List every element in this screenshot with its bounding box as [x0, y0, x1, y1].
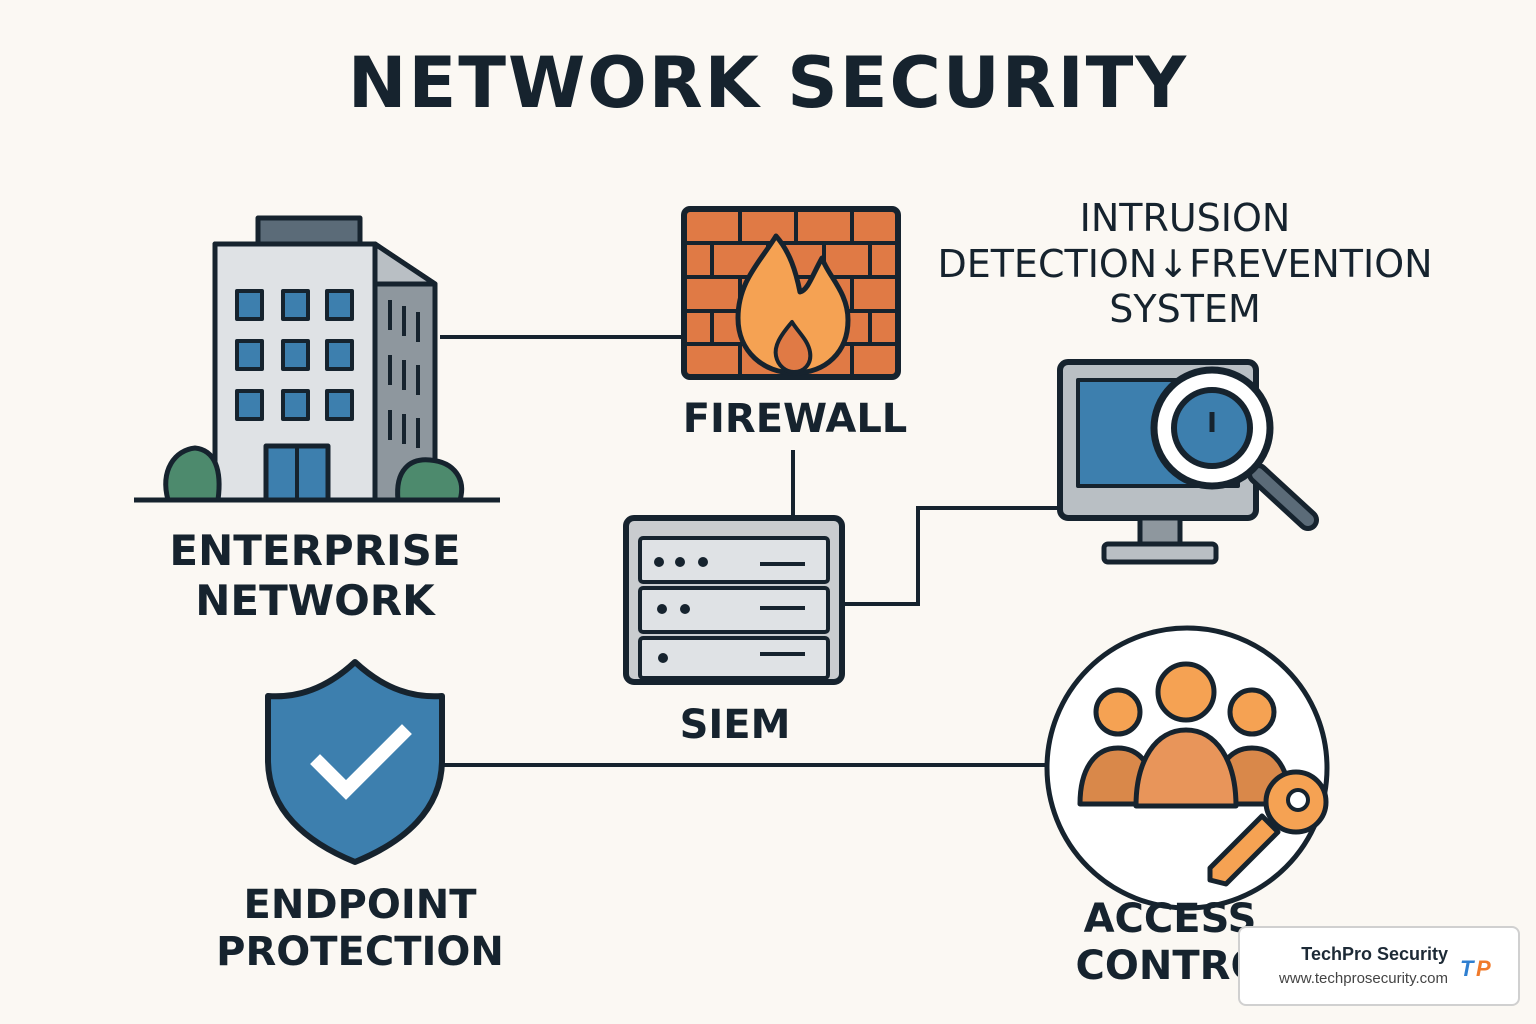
- brand-name: TechPro Security: [1301, 944, 1448, 964]
- office-building-icon: [134, 215, 500, 503]
- diagram-title: NETWORK SECURITY: [347, 42, 1189, 124]
- enterprise-label-line-1: ENTERPRISE: [169, 526, 461, 575]
- ids-label-line-3: SYSTEM: [1109, 287, 1261, 332]
- firewall-label: FIREWALL: [660, 396, 930, 443]
- endpoint-label-line-2: PROTECTION: [216, 929, 504, 976]
- connector-siem-ids: [845, 506, 1058, 606]
- ids-label-line-2: DETECTION↓FREVENTION: [937, 241, 1433, 286]
- server-rack-icon: [623, 515, 845, 685]
- access-label-line-2: CONTRO: [1075, 943, 1265, 990]
- shield-check-icon: [265, 659, 445, 865]
- ids-label-line-1: INTRUSION: [1079, 196, 1291, 240]
- brick-wall-fire-icon: [681, 206, 901, 380]
- access-label-line-1: ACCESS: [1083, 896, 1257, 942]
- brand-url[interactable]: www.techprosecurity.com: [1279, 970, 1448, 987]
- techpro-logo-icon: T P: [1460, 956, 1491, 981]
- svg-text:T: T: [1460, 956, 1475, 981]
- access-control-label: ACCESS CONTRO: [1040, 896, 1300, 990]
- monitor-magnifier-icon: [1057, 359, 1319, 565]
- endpoint-protection-label: ENDPOINT PROTECTION: [200, 882, 520, 976]
- connectors: [440, 335, 1058, 767]
- svg-text:P: P: [1476, 956, 1491, 981]
- enterprise-network-label: ENTERPRISE NETWORK: [130, 526, 500, 625]
- brand-badge[interactable]: TechPro Security www.techprosecurity.com…: [1238, 926, 1520, 1006]
- siem-label-line-1: SIEM: [679, 702, 791, 748]
- endpoint-label-line-1: ENDPOINT: [243, 882, 477, 928]
- siem-label: SIEM: [640, 702, 830, 749]
- ids-label: INTRUSION DETECTION↓FREVENTION SYSTEM: [935, 196, 1435, 333]
- firewall-label-line-1: FIREWALL: [682, 396, 908, 442]
- enterprise-label-line-2: NETWORK: [195, 575, 435, 625]
- users-key-icon: [1044, 625, 1330, 911]
